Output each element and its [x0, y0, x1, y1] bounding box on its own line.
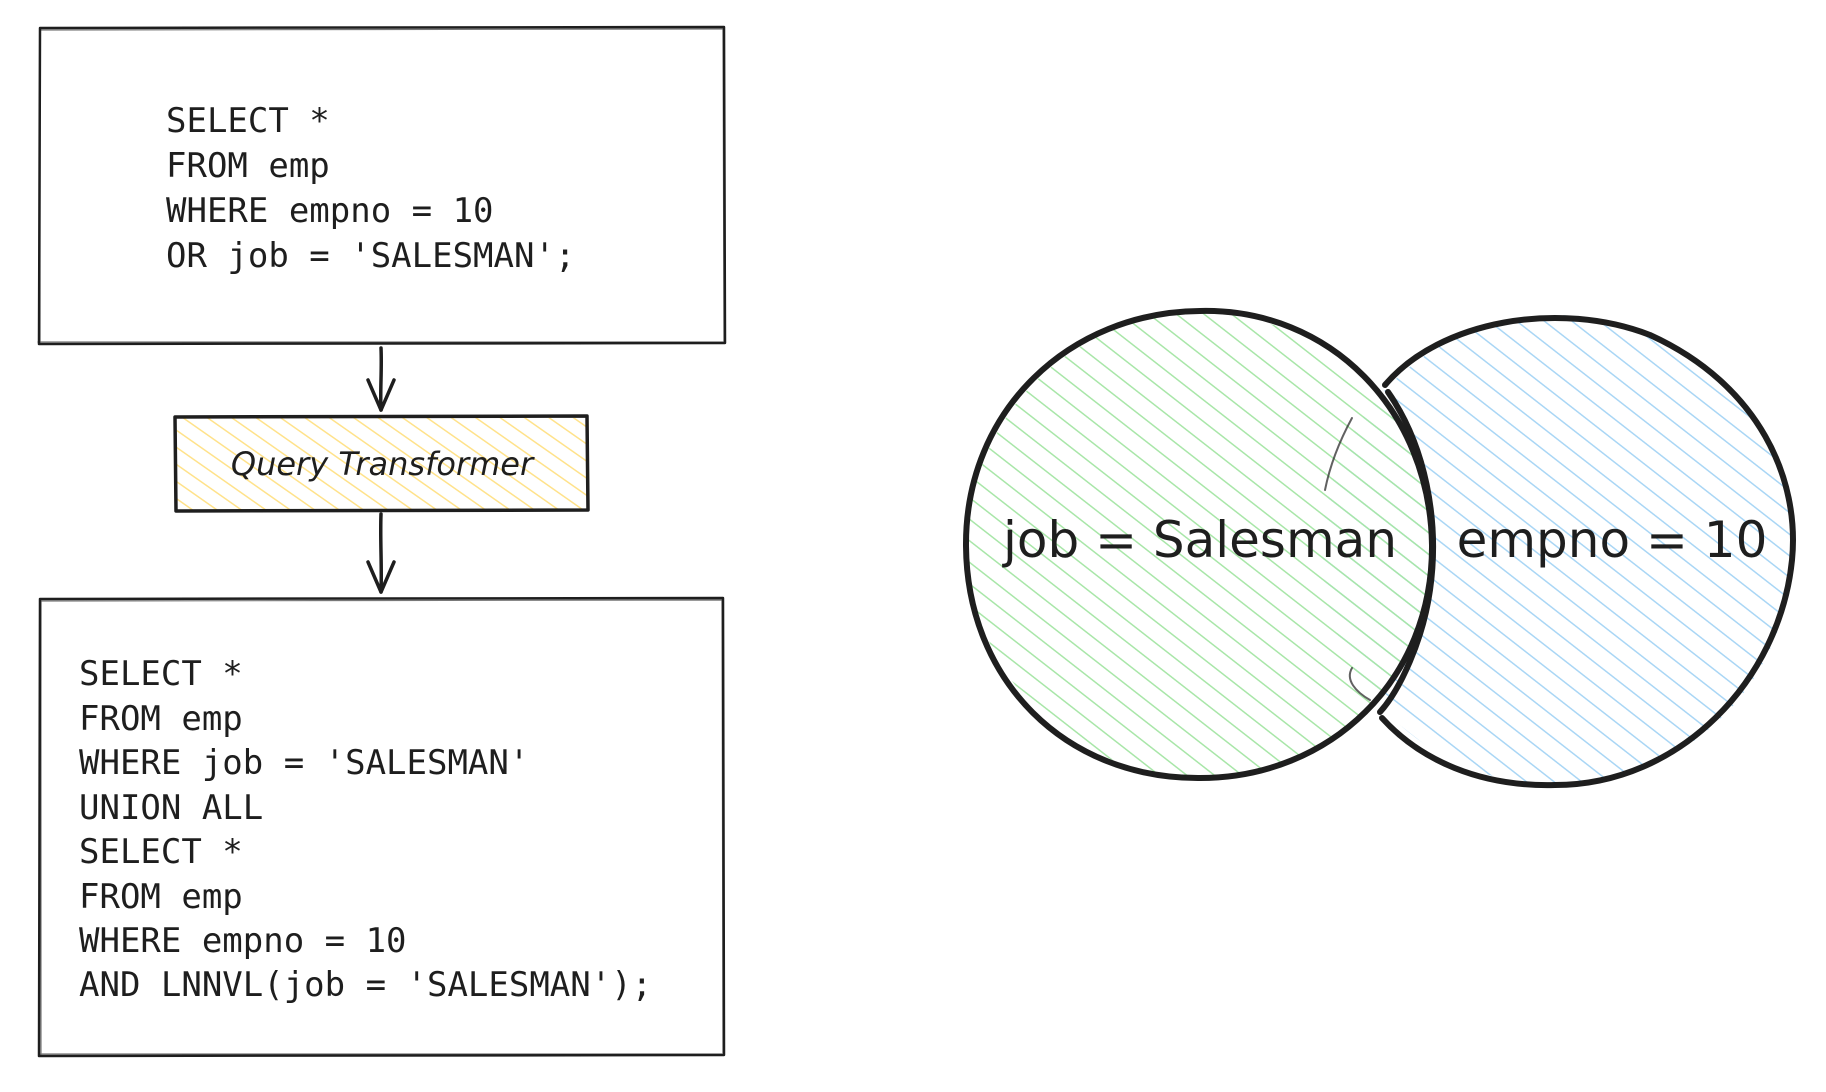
original-query-line: OR job = 'SALESMAN';: [166, 236, 575, 276]
original-query-line: FROM emp: [166, 146, 330, 186]
transformed-query-line: UNION ALL: [79, 788, 263, 828]
flow-arrow-down: [366, 346, 396, 412]
transformed-query-line: WHERE empno = 10: [79, 921, 407, 961]
query-transformer-box: Query Transformer: [173, 414, 590, 513]
transformed-query-line: FROM emp: [79, 877, 243, 917]
query-transformer-label: Query Transformer: [231, 445, 535, 483]
transformed-query-line: SELECT *: [79, 654, 243, 694]
venn-label-job: job = Salesman: [1002, 511, 1397, 569]
transformed-query-line: SELECT *: [79, 832, 243, 872]
transformed-query-line: AND LNNVL(job = 'SALESMAN');: [79, 965, 652, 1005]
original-query-box: SELECT * FROM emp WHERE empno = 10 OR jo…: [37, 25, 727, 346]
original-query-line: SELECT *: [166, 101, 330, 141]
transformed-query-line: WHERE job = 'SALESMAN': [79, 743, 529, 783]
transformed-query-box: SELECT * FROM emp WHERE job = 'SALESMAN'…: [37, 596, 726, 1058]
venn-diagram: job = Salesman empno = 10: [962, 307, 1796, 789]
flow-arrow-down: [366, 512, 396, 594]
transformed-query-line: FROM emp: [79, 699, 243, 739]
venn-label-empno: empno = 10: [1457, 511, 1768, 569]
original-query-line: WHERE empno = 10: [166, 191, 494, 231]
venn-set-job: [962, 307, 1436, 782]
